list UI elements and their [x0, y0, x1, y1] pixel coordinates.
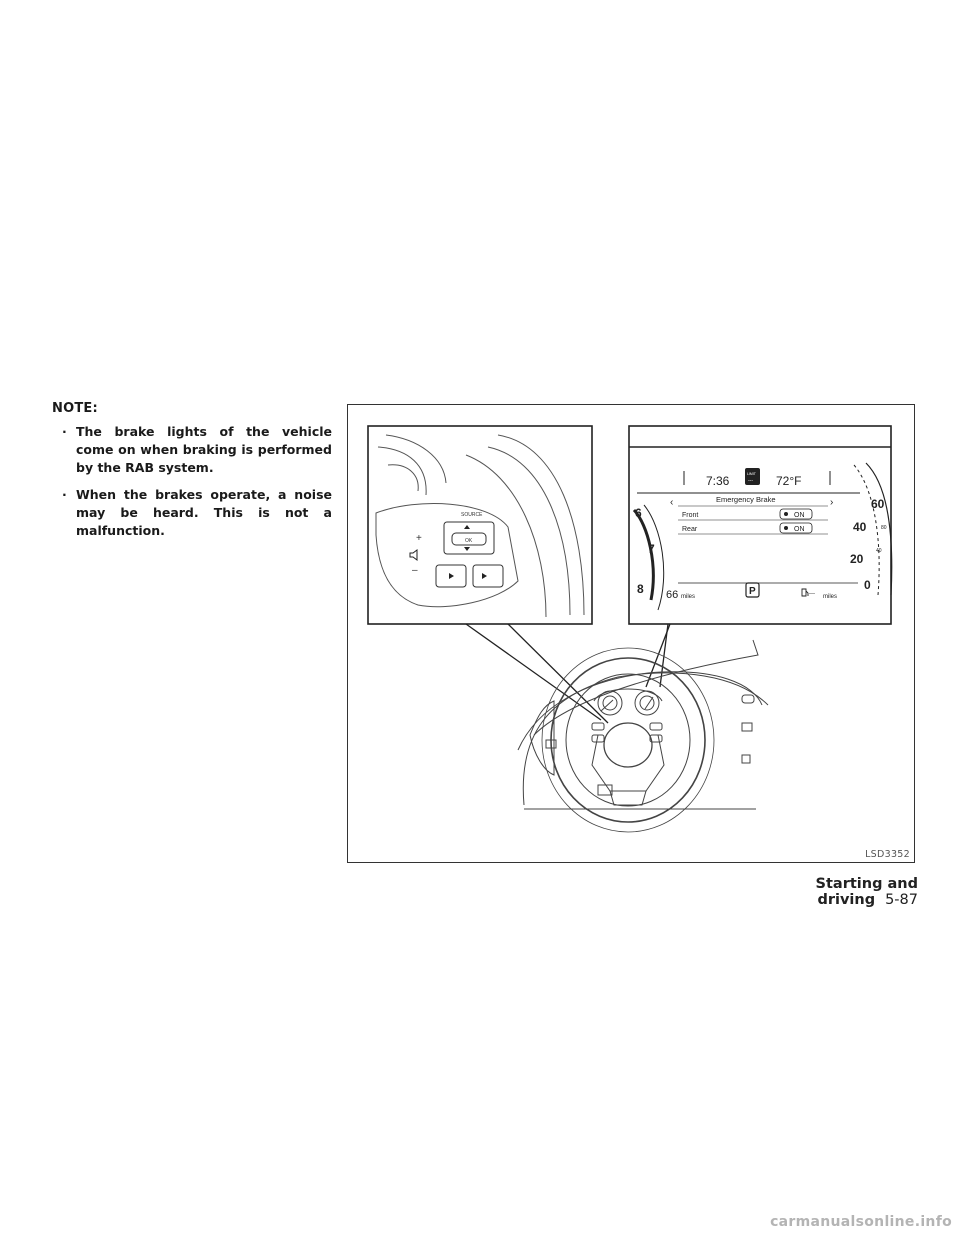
display-time: 7:36 [706, 474, 730, 488]
svg-text:P: P [749, 586, 756, 597]
note-item: · When the brakes operate, a noise may b… [60, 486, 332, 540]
fuel-pump-icon [801, 588, 809, 597]
svg-text:ON: ON [794, 512, 805, 519]
speed-label: 40 [853, 520, 867, 534]
note-list: · The brake lights of the vehicle come o… [60, 423, 332, 549]
tach-label: 7 [648, 542, 655, 556]
plus-label: + [416, 533, 422, 544]
watermark: carmanualsonline.info [770, 1214, 952, 1230]
menu-prev-arrow: ‹ [670, 497, 673, 508]
figure-frame: SOURCE OK + – ‹ › 7:36 [347, 404, 915, 863]
footer-section: Starting and driving [815, 876, 918, 908]
note-item-text: When the brakes operate, a noise may be … [76, 487, 332, 538]
callout-lines [465, 623, 671, 724]
range-unit: miles [681, 594, 695, 600]
bullet-mark: · [62, 424, 67, 439]
svg-text:LIMIT: LIMIT [747, 472, 757, 476]
display-inset: ‹ › 7:36 LIMIT --- 72°F Emergency Brake … [628, 425, 893, 625]
figure-code: LSD3352 [865, 849, 910, 860]
fuel-range-unit: miles [823, 594, 837, 600]
tach-label: 6 [635, 506, 642, 520]
tach-label: 8 [637, 582, 644, 596]
note-item-text: The brake lights of the vehicle come on … [76, 424, 332, 475]
page-number: 5-87 [885, 892, 918, 908]
menu-next-arrow: › [830, 497, 833, 508]
row-rear-label: Rear [682, 526, 698, 533]
source-label: SOURCE [461, 512, 483, 518]
row-front-label: Front [682, 512, 698, 519]
bullet-mark: · [62, 487, 67, 502]
gear-indicator: P [745, 582, 760, 598]
row-front-status: ON [779, 508, 813, 520]
svg-text:ON: ON [794, 526, 805, 533]
ok-label: OK [465, 538, 473, 544]
kmh-label: 80 [881, 525, 887, 531]
speed-label: 0 [864, 578, 871, 592]
range-value: 66 [666, 589, 678, 601]
note-label: NOTE: [52, 401, 98, 416]
speed-label: 20 [850, 552, 864, 566]
fuel-range-value: --- [809, 591, 815, 597]
speed-limit-sign-icon: LIMIT --- [745, 468, 760, 485]
volume-icon [409, 549, 418, 561]
switch-inset: SOURCE OK + – [367, 425, 593, 625]
steering-wheel-illustration [517, 639, 769, 833]
menu-title: Emergency Brake [716, 495, 776, 504]
minus-label: – [412, 565, 418, 576]
note-item: · The brake lights of the vehicle come o… [60, 423, 332, 477]
row-rear-status: ON [779, 522, 813, 534]
speed-label: 60 [871, 497, 885, 511]
illustration: SOURCE OK + – ‹ › 7:36 [367, 425, 893, 833]
display-temperature: 72°F [776, 474, 801, 488]
svg-text:---: --- [748, 478, 753, 484]
kmh-label: 40 [876, 548, 882, 554]
